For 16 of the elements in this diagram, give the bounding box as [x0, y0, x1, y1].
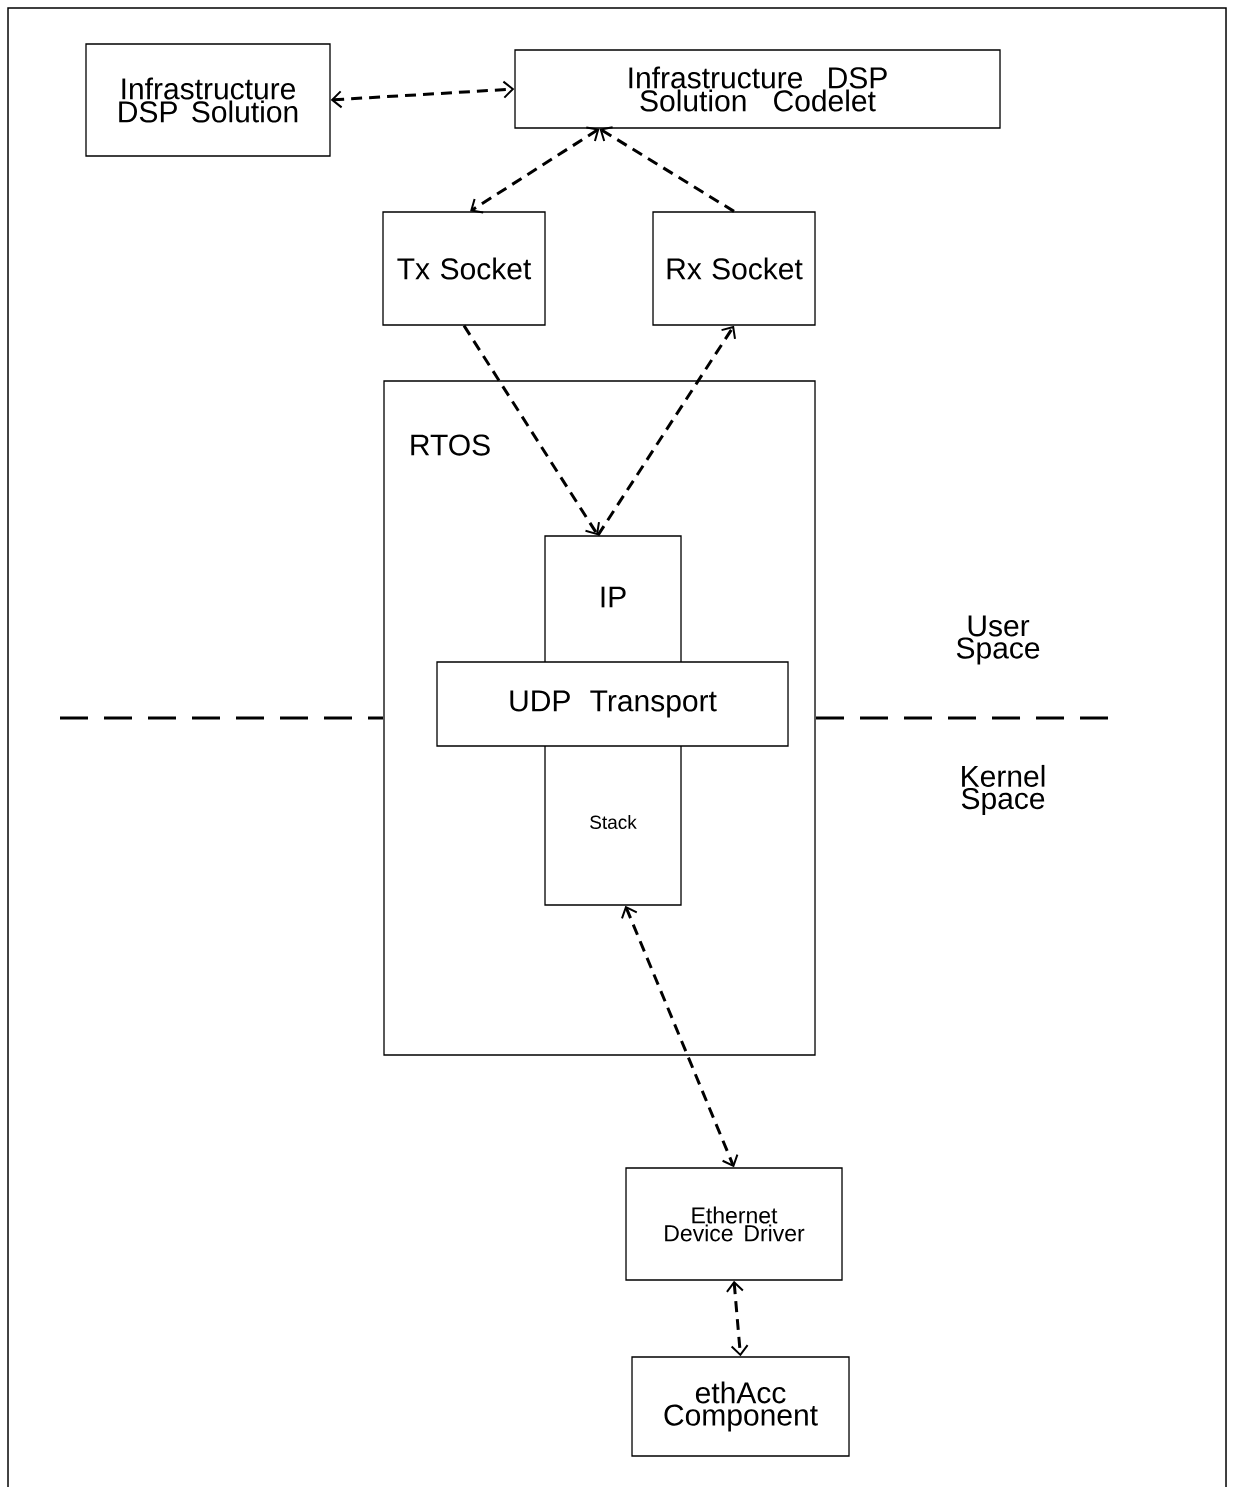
arrow: [621, 905, 739, 1168]
region-label: User Space: [956, 615, 1040, 665]
process-box: UDP Transport: [436, 661, 789, 747]
process-box: Tx Socket: [382, 211, 546, 326]
process-box: Ethernet Device Driver: [625, 1167, 843, 1281]
arrow: [599, 126, 735, 213]
arrow: [596, 325, 736, 537]
process-box: Infrastructure DSP Solution: [85, 43, 331, 157]
process-box: ethAcc Component: [631, 1356, 850, 1457]
arrow: [725, 1280, 749, 1357]
region-label: Kernel Space: [961, 764, 1045, 816]
arrow: [470, 126, 600, 214]
arrow: [330, 80, 515, 109]
process-box: Rx Socket: [652, 211, 816, 326]
process-box: Infrastructure DSP Solution Codelet: [514, 49, 1001, 129]
arrow: [462, 324, 600, 536]
